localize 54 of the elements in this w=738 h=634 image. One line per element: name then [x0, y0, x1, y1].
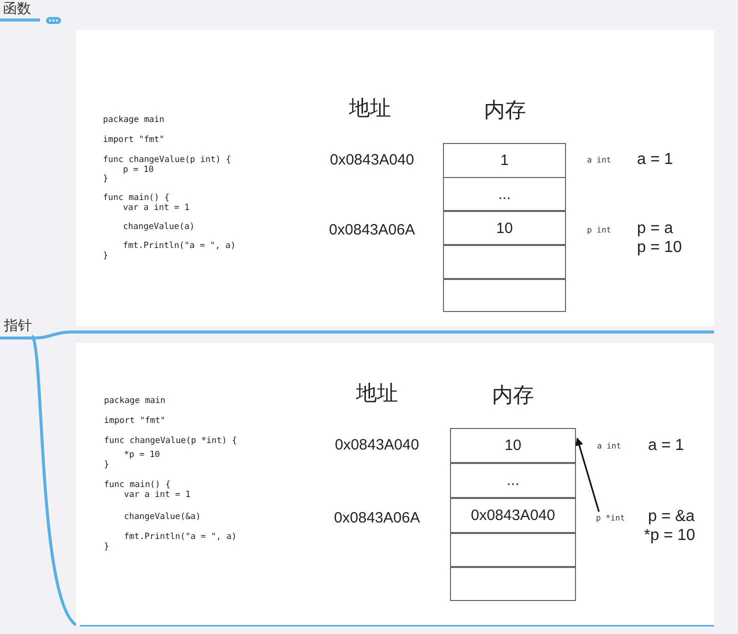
- code-line: var a int = 1: [124, 490, 191, 500]
- memory-cell: [443, 279, 566, 312]
- memory-address: 0x0843A040: [330, 152, 414, 168]
- code-line: import "fmt": [103, 135, 164, 145]
- branch-line: [30, 335, 78, 626]
- value-note: a = 1: [637, 151, 674, 169]
- code-line: fmt.Println("a = ", a): [123, 241, 236, 251]
- variable-label: p *int: [596, 514, 625, 522]
- memory-address: 0x0843A040: [334, 436, 420, 454]
- memory-cell: ...: [450, 463, 576, 498]
- column-heading: 地址: [356, 380, 398, 407]
- variable-label: p int: [587, 226, 612, 234]
- memory-cell: ...: [443, 177, 566, 211]
- memory-cell: 10: [443, 211, 566, 245]
- memory-cell: [450, 567, 576, 601]
- value-note: p = &a: [648, 508, 695, 526]
- code-line: package main: [104, 396, 166, 406]
- memory-cell: 0x0843A040: [450, 498, 576, 533]
- code-line: fmt.Println("a = ", a): [124, 532, 237, 542]
- code-line: package main: [103, 115, 164, 125]
- code-line: }: [103, 251, 108, 261]
- value-note: *p = 10: [644, 527, 696, 545]
- value-note: p = 10: [637, 239, 682, 257]
- slide-panel: [76, 30, 714, 326]
- memory-cell: [450, 533, 576, 567]
- topic-label: 函数: [3, 0, 31, 18]
- code-line: }: [104, 542, 110, 552]
- column-heading: 内存: [484, 97, 526, 124]
- code-line: }: [104, 460, 110, 470]
- arrow: [575, 438, 600, 512]
- code-line: var a int = 1: [123, 203, 190, 213]
- column-heading: 内存: [492, 382, 534, 409]
- value-note: a = 1: [648, 437, 684, 455]
- code-line: *p = 10: [124, 450, 160, 460]
- code-line: func main() {: [104, 480, 171, 490]
- memory-cell: [443, 245, 566, 279]
- code-line: func changeValue(p *int) {: [104, 436, 238, 446]
- topic-label: 指针: [4, 317, 32, 335]
- memory-cell: 1: [443, 143, 566, 178]
- memory-cell: 10: [450, 428, 576, 463]
- code-line: func main() {: [103, 193, 170, 203]
- slide-panel: [76, 343, 714, 625]
- code-line: changeValue(a): [123, 222, 195, 232]
- column-heading: 地址: [349, 95, 391, 122]
- variable-label: a int: [597, 442, 622, 450]
- code-line: func changeValue(p int) {: [103, 155, 231, 165]
- code-line: }: [103, 174, 108, 184]
- memory-address: 0x0843A06A: [334, 510, 420, 526]
- memory-address: 0x0843A06A: [329, 222, 415, 238]
- variable-label: a int: [587, 156, 612, 164]
- value-note: p = a: [637, 220, 674, 238]
- code-line: changeValue(&a): [124, 512, 201, 522]
- code-line: p = 10: [123, 165, 154, 175]
- code-line: import "fmt": [104, 416, 166, 426]
